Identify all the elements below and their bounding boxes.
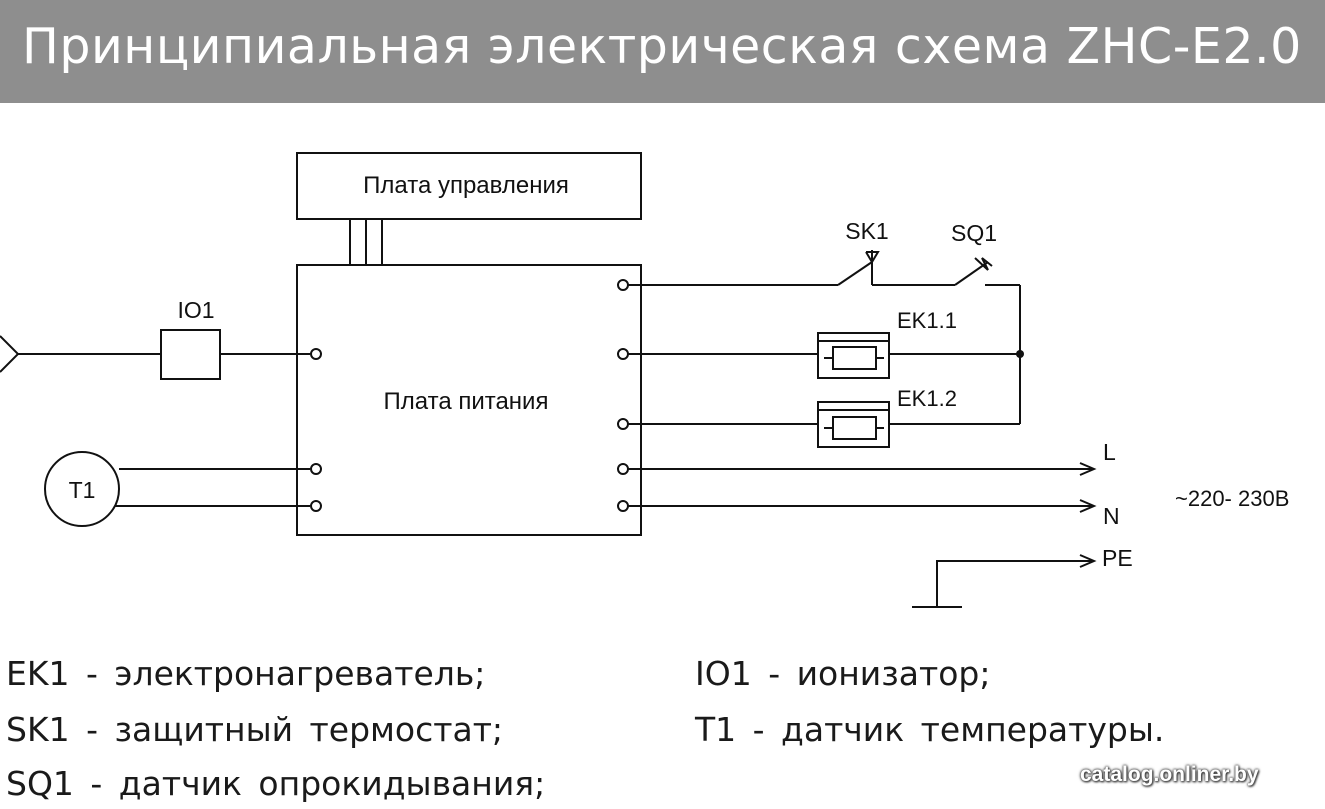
ek11-element	[832, 346, 877, 370]
terminal-left-1	[310, 348, 322, 360]
junction-dot	[1016, 350, 1024, 358]
legend-tilt-sensor: SQ1 - датчик опрокидывания;	[6, 764, 546, 803]
earth-wire	[936, 560, 1092, 606]
control-board-box	[296, 152, 642, 220]
legend-heater: EK1 - электронагреватель;	[6, 654, 486, 693]
line-l-arrow	[1079, 462, 1097, 476]
title-bar: Принципиальная электрическая схема ZHC-E…	[0, 0, 1325, 103]
terminal-right-2	[617, 348, 629, 360]
ionizer-box	[160, 329, 221, 380]
ionizer-label: IO1	[177, 297, 214, 323]
legend-sensor: T1 - датчик температуры.	[695, 710, 1165, 749]
ionizer-emitter-symbol	[0, 335, 20, 373]
control-board-label: Плата управления	[363, 172, 569, 199]
terminal-right-1	[617, 279, 629, 291]
earth-arrow	[1079, 554, 1097, 568]
terminal-right-4	[617, 463, 629, 475]
legend-thermostat: SK1 - защитный термостат;	[6, 710, 504, 749]
sq1-actuator	[974, 257, 993, 271]
heater-1-label: EK1.1	[897, 308, 957, 333]
terminal-right-3	[617, 418, 629, 430]
sensor-circle	[44, 451, 120, 527]
terminal-right-5	[617, 500, 629, 512]
page-title: Принципиальная электрическая схема ZHC-E…	[22, 18, 1302, 75]
power-board-box	[296, 264, 642, 536]
sk1-actuator-head	[865, 251, 880, 264]
terminal-left-3	[310, 500, 322, 512]
ek12-element	[832, 416, 877, 440]
watermark: catalog.onliner.by	[1080, 763, 1259, 786]
sk1-switch-blade	[837, 261, 873, 286]
terminal-pe-label: PE	[1102, 545, 1133, 571]
terminal-left-2	[310, 463, 322, 475]
line-n-arrow	[1079, 499, 1097, 513]
sensor-label: T1	[69, 477, 96, 503]
power-board-label: Плата питания	[384, 388, 549, 415]
terminal-l-label: L	[1103, 439, 1116, 465]
thermostat-label: SK1	[845, 218, 888, 244]
legend-ionizer: IO1 - ионизатор;	[695, 654, 991, 693]
heater-2-label: EK1.2	[897, 386, 957, 411]
terminal-n-label: N	[1103, 503, 1120, 529]
tilt-sensor-label: SQ1	[951, 220, 997, 246]
voltage-label: ~220- 230В	[1175, 486, 1289, 511]
